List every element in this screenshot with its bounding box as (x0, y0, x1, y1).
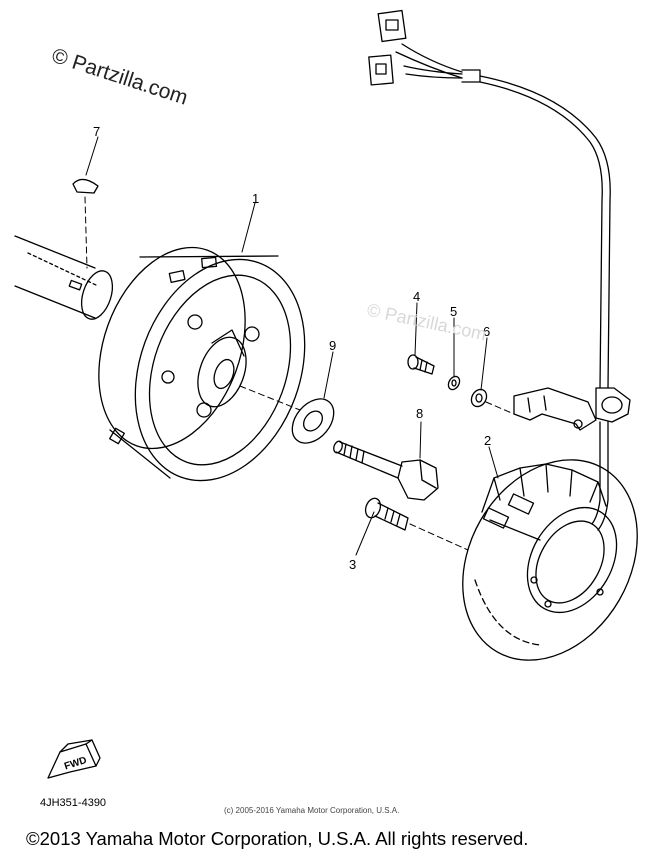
rotor (98, 246, 306, 482)
callout-6: 6 (483, 324, 490, 339)
spring-washer (447, 375, 461, 391)
fwd-arrow-icon (47, 739, 101, 779)
callout-labels: 7 1 9 4 5 6 8 2 3 (93, 124, 491, 572)
stator (462, 459, 638, 661)
washer-bracket-guide (485, 401, 515, 415)
callout-9: 9 (329, 338, 336, 353)
crankshaft (14, 235, 114, 320)
copyright-notice: ©2013 Yamaha Motor Corporation, U.S.A. A… (26, 828, 529, 849)
rotor-bolt (333, 440, 439, 501)
callout-3: 3 (349, 557, 356, 572)
leader-1 (241, 202, 256, 253)
leader-9 (323, 351, 334, 399)
washer-guide-line (239, 385, 301, 411)
leader-lines (85, 136, 499, 556)
callout-2: 2 (484, 433, 491, 448)
leader-3 (355, 511, 375, 556)
callout-5: 5 (450, 304, 457, 319)
leader-7 (85, 136, 99, 176)
callout-8: 8 (416, 406, 423, 421)
leader-8 (419, 421, 422, 459)
small-copyright: (c) 2005-2016 Yamaha Motor Corporation, … (224, 806, 400, 815)
callout-7: 7 (93, 124, 100, 139)
wiring-harness (368, 9, 631, 531)
pickup-bracket (513, 387, 597, 431)
key-guide-line (84, 196, 88, 269)
leader-2 (488, 446, 499, 479)
callout-1: 1 (252, 191, 259, 206)
stator-screw (364, 497, 409, 531)
diagram-part-code: 4JH351-4390 (40, 797, 107, 809)
leader-4 (414, 302, 418, 356)
washer (291, 398, 335, 444)
plain-washer (470, 388, 488, 408)
screw-guide-line (409, 523, 469, 551)
callout-4: 4 (413, 289, 420, 304)
woodruff-key (72, 178, 99, 194)
leader-6 (480, 337, 488, 391)
small-bolt (407, 354, 435, 375)
